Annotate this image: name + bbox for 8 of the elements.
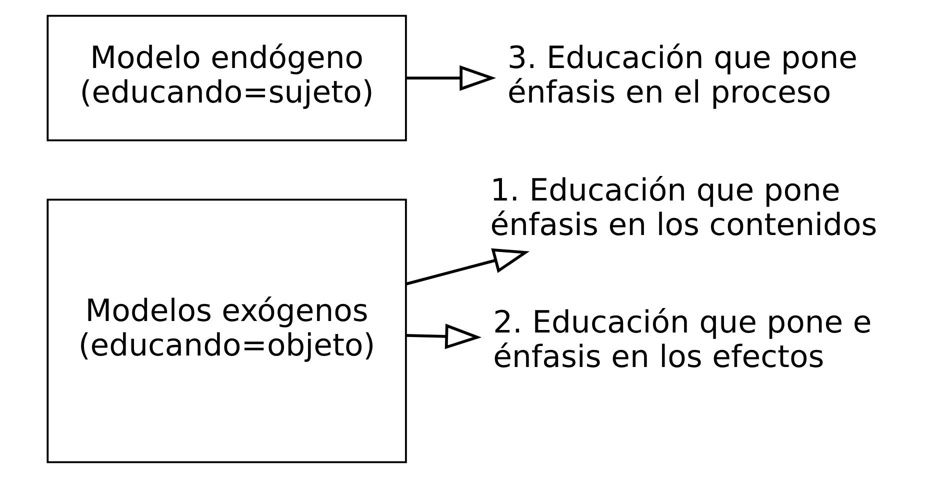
arrow — [406, 65, 496, 91]
node-text: 1. Educación que pone énfasis en los contenidos — [490, 173, 877, 243]
node-text: 3. Educación que pone énfasis en el proceso — [506, 41, 858, 111]
node-box: Modelos exógenos (educando=objeto) — [46, 198, 406, 464]
arrow — [405, 248, 530, 286]
arrow — [406, 324, 482, 350]
node-text: 2. Educación que pone e énfasis en los efectos — [492, 305, 872, 375]
node-box: Modelo endógeno (educando=sujeto) — [46, 14, 406, 142]
